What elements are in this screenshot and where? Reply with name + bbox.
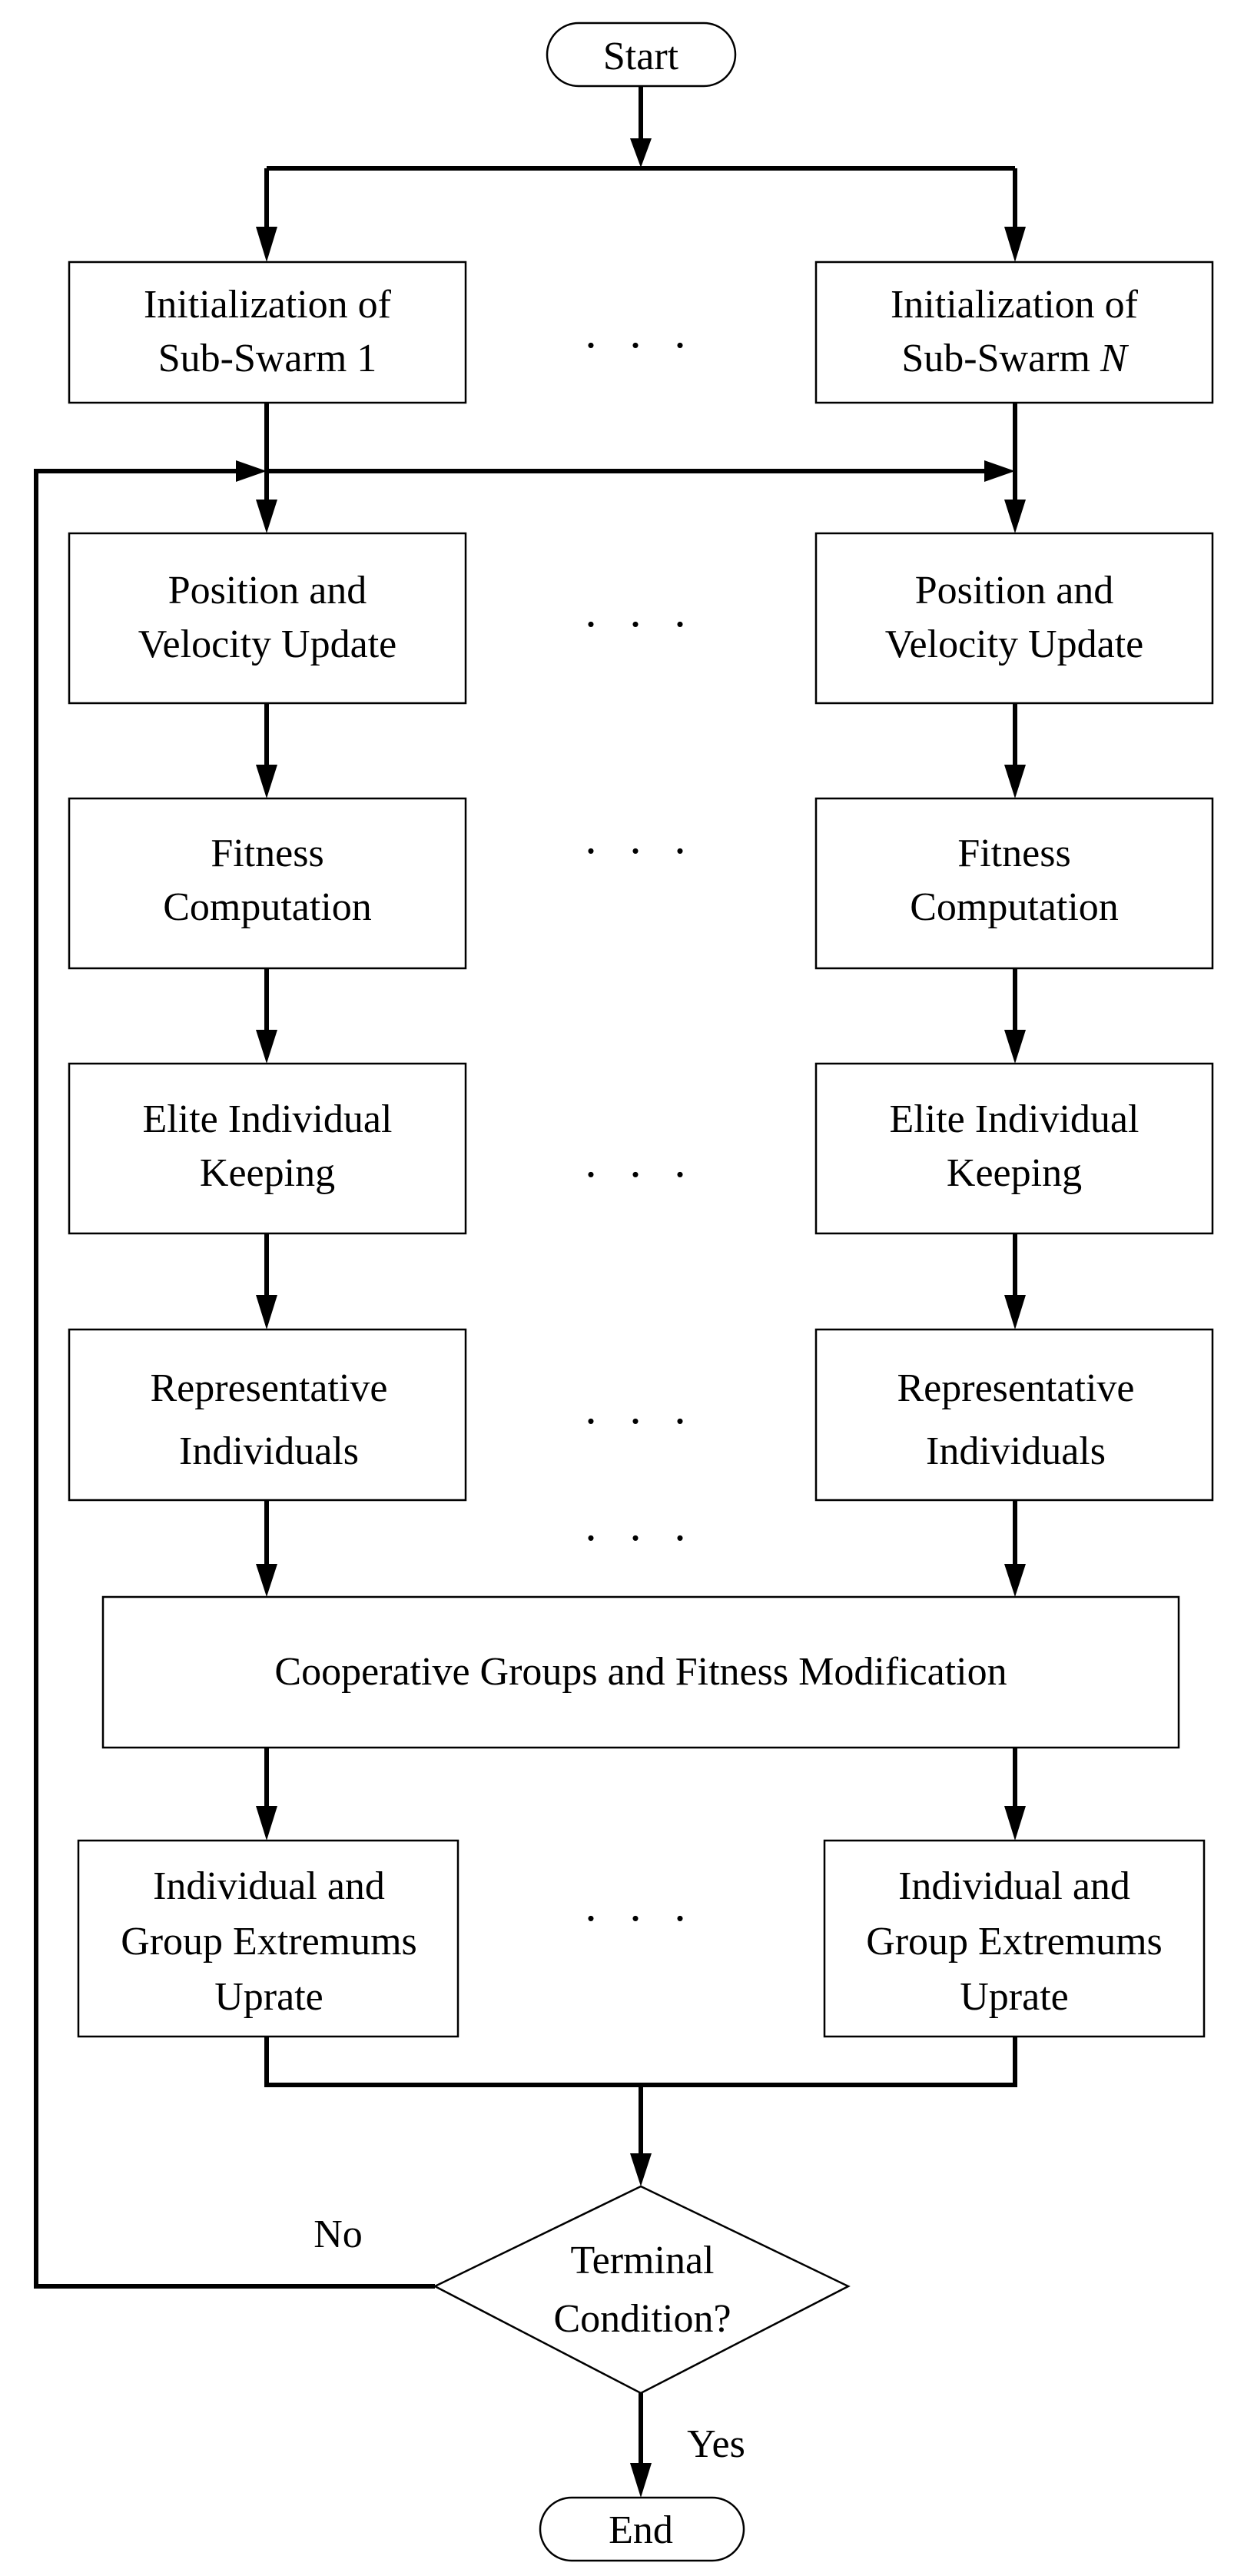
arrowhead: [1004, 765, 1026, 798]
elite-right-line-1: Elite Individual: [890, 1097, 1140, 1141]
representative-right-line-1: Representative: [897, 1366, 1135, 1410]
elite-left-box: Elite Individual Keeping: [68, 1062, 467, 1235]
arrowhead: [984, 460, 1015, 482]
arrowhead: [1004, 1030, 1026, 1064]
extremums-left-line-3: Uprate: [214, 1975, 323, 2019]
cooperative-label: Cooperative Groups and Fitness Modificat…: [274, 1650, 1007, 1694]
elite-right-box: Elite Individual Keeping: [814, 1062, 1214, 1235]
fitness-left-line-2: Computation: [163, 885, 372, 929]
ellipsis: . . .: [586, 586, 697, 636]
ellipsis: . . .: [586, 812, 697, 863]
arrowhead: [1004, 1564, 1026, 1597]
yes-label: Yes: [687, 2422, 745, 2466]
extremums-right-line-3: Uprate: [960, 1975, 1068, 2019]
extremums-right-line-2: Group Extremums: [866, 1920, 1163, 1964]
fitness-right-box: Fitness Computation: [814, 797, 1214, 970]
start-label: Start: [603, 35, 679, 78]
representative-left-line-1: Representative: [151, 1366, 388, 1410]
init-subswarm-1-box: Initialization of Sub-Swarm 1: [68, 261, 467, 404]
init-right-line-2: Sub-Swarm N: [901, 337, 1130, 380]
ellipsis: . . .: [586, 1383, 697, 1433]
position-right-line-2: Velocity Update: [885, 622, 1143, 666]
extremums-right-line-1: Individual and: [898, 1864, 1130, 1908]
terminal-condition-diamond: Terminal Condition?: [433, 2185, 851, 2395]
extremums-left-line-1: Individual and: [153, 1864, 385, 1908]
fitness-left-line-1: Fitness: [211, 832, 323, 875]
arrowhead: [256, 1806, 277, 1841]
fitness-left-box: Fitness Computation: [68, 797, 467, 970]
fitness-right-line-1: Fitness: [957, 832, 1070, 875]
end-label: End: [609, 2508, 673, 2552]
ellipses: . . . . . . . . . . . . . . . . . . . . …: [586, 307, 697, 1930]
arrowhead: [630, 2153, 652, 2186]
ellipsis: . . .: [586, 1136, 697, 1187]
start-terminal: Start: [546, 22, 737, 88]
arrowhead: [256, 765, 277, 798]
representative-left-line-2: Individuals: [179, 1429, 359, 1473]
extremums-right-box: Individual and Group Extremums Uprate: [823, 1839, 1206, 2038]
extremums-left-box: Individual and Group Extremums Uprate: [77, 1839, 459, 2038]
representative-right-line-2: Individuals: [926, 1429, 1106, 1473]
cooperative-groups-box: Cooperative Groups and Fitness Modificat…: [101, 1595, 1180, 1749]
decision-line-1: Terminal: [571, 2239, 715, 2282]
loop-back-line: [34, 469, 435, 2289]
init-left-line-2: Sub-Swarm 1: [158, 337, 377, 380]
representative-left-box: Representative Individuals: [68, 1328, 467, 1502]
position-update-right-box: Position and Velocity Update: [814, 532, 1214, 705]
arrowhead: [1004, 1295, 1026, 1329]
arrowhead: [256, 1564, 277, 1597]
fitness-right-line-2: Computation: [910, 885, 1119, 929]
arrowhead: [1004, 500, 1026, 533]
representative-right-box: Representative Individuals: [814, 1328, 1214, 1502]
arrowheads: [236, 138, 1026, 2498]
arrowhead: [256, 500, 277, 533]
end-terminal: End: [539, 2496, 745, 2562]
position-update-left-box: Position and Velocity Update: [68, 532, 467, 705]
arrowhead: [256, 1030, 277, 1064]
elite-right-line-2: Keeping: [947, 1151, 1082, 1195]
position-left-line-1: Position and: [168, 569, 367, 612]
extremums-left-line-2: Group Extremums: [121, 1920, 417, 1964]
arrowhead: [1004, 1806, 1026, 1841]
arrowhead: [236, 460, 267, 482]
decision-line-2: Condition?: [553, 2297, 731, 2341]
ellipsis: . . .: [586, 1880, 697, 1930]
no-label: No: [313, 2213, 363, 2256]
init-subswarm-n-box: Initialization of Sub-Swarm N: [814, 261, 1214, 404]
position-left-line-2: Velocity Update: [138, 622, 396, 666]
arrowhead: [1004, 227, 1026, 262]
ellipsis: . . .: [586, 307, 697, 357]
elite-left-line-1: Elite Individual: [143, 1097, 393, 1141]
merge-line: [264, 2037, 1017, 2087]
position-right-line-1: Position and: [915, 569, 1114, 612]
arrowhead: [630, 138, 652, 168]
connectors: [34, 86, 1017, 2467]
init-left-line-1: Initialization of: [144, 283, 392, 327]
ellipsis: . . .: [586, 1499, 697, 1550]
init-right-line-1: Initialization of: [891, 283, 1139, 327]
arrowhead: [256, 1295, 277, 1329]
arrowhead: [256, 227, 277, 262]
arrowhead: [630, 2463, 652, 2498]
elite-left-line-2: Keeping: [200, 1151, 335, 1195]
